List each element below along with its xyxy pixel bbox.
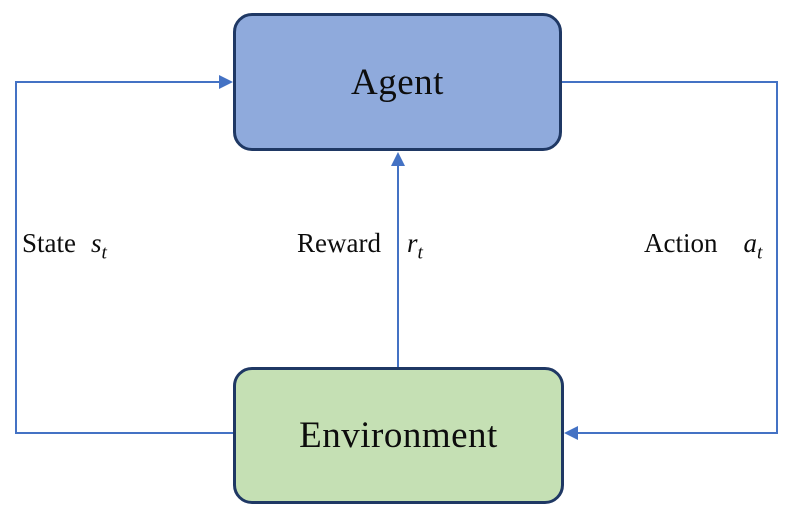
action-arrowhead-icon bbox=[564, 426, 578, 440]
action-edge-label: Action at bbox=[644, 226, 763, 264]
agent-node-label: Agent bbox=[351, 61, 444, 103]
action-label-text: Action bbox=[644, 228, 718, 258]
environment-node: Environment bbox=[233, 367, 564, 504]
state-label-text: State bbox=[22, 228, 76, 258]
reward-edge-label: Reward rt bbox=[297, 226, 423, 264]
reward-label-text: Reward bbox=[297, 228, 381, 258]
action-arrow bbox=[562, 81, 778, 440]
action-symbol: at bbox=[743, 228, 763, 264]
reward-arrowhead-icon bbox=[391, 152, 405, 166]
reward-symbol: rt bbox=[406, 228, 423, 264]
agent-node: Agent bbox=[233, 13, 562, 151]
environment-node-label: Environment bbox=[299, 415, 498, 456]
state-arrowhead-icon bbox=[219, 75, 233, 89]
state-symbol: st bbox=[91, 228, 107, 264]
